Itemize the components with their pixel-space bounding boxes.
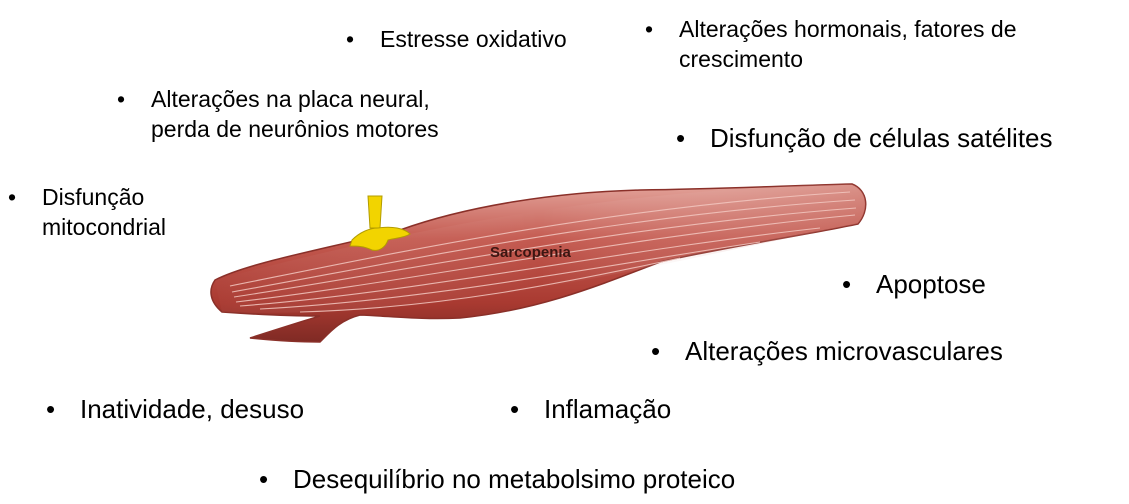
- factor-label: Alterações microvasculares: [685, 335, 1003, 367]
- factor-oxidative-stress: • Estresse oxidativo: [346, 24, 567, 54]
- factor-inactivity: • Inatividade, desuso: [46, 393, 304, 425]
- factor-label: Inflamação: [544, 393, 671, 425]
- bullet: •: [645, 14, 679, 44]
- factor-hormonal: • Alterações hormonais, fatores de cresc…: [645, 14, 1017, 74]
- factor-mitochondrial: • Disfunção mitocondrial: [8, 182, 166, 242]
- factor-apoptosis: • Apoptose: [842, 268, 986, 300]
- factor-label: Desequilíbrio no metabolsimo proteico: [293, 463, 735, 495]
- bullet: •: [46, 393, 80, 425]
- bullet: •: [259, 463, 293, 495]
- bullet: •: [8, 182, 42, 212]
- factor-label: Inatividade, desuso: [80, 393, 304, 425]
- factor-label: Apoptose: [876, 268, 986, 300]
- bullet: •: [346, 24, 380, 54]
- bullet: •: [117, 84, 151, 114]
- factor-satellite-cells: • Disfunção de células satélites: [676, 122, 1053, 154]
- sarcopenia-label: Sarcopenia: [490, 244, 571, 261]
- factor-neural: • Alterações na placa neural, perda de n…: [117, 84, 439, 144]
- bullet: •: [510, 393, 544, 425]
- factor-protein-metabolism: • Desequilíbrio no metabolsimo proteico: [259, 463, 735, 495]
- factor-inflammation: • Inflamação: [510, 393, 671, 425]
- factor-label: Estresse oxidativo: [380, 24, 567, 54]
- bullet: •: [651, 335, 685, 367]
- factor-label-line1: Disfunção: [42, 182, 166, 212]
- factor-label-line1: Alterações hormonais, fatores de: [679, 14, 1017, 44]
- factor-label: Disfunção de células satélites: [710, 122, 1053, 154]
- factor-label-line2: mitocondrial: [42, 212, 166, 242]
- bullet: •: [842, 268, 876, 300]
- factor-label-line2: perda de neurônios motores: [151, 114, 439, 144]
- bullet: •: [676, 122, 710, 154]
- factor-microvascular: • Alterações microvasculares: [651, 335, 1003, 367]
- factor-label-line2: crescimento: [679, 44, 1017, 74]
- factor-label-line1: Alterações na placa neural,: [151, 84, 439, 114]
